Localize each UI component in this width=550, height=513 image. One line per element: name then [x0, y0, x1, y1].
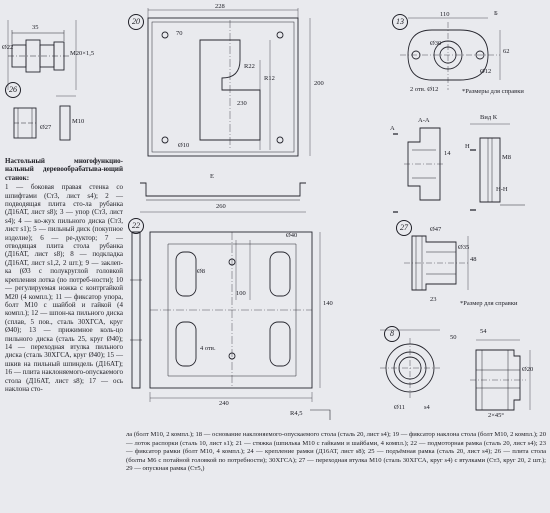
- dim-phi11: Ø11: [394, 404, 405, 411]
- dim-four-holes: 4 отв.: [200, 345, 216, 352]
- callout-8: 8: [384, 326, 400, 342]
- legend-body: 1 — боковая правая стенка со шпифтами (С…: [5, 183, 123, 393]
- dim-phi8: Ø8: [197, 268, 205, 275]
- dim-48: 48: [470, 256, 477, 263]
- callout-27: 27: [396, 220, 412, 236]
- part-13-sections: [404, 123, 510, 203]
- dim-23: 23: [430, 296, 437, 303]
- part-20-plate: [147, 8, 311, 157]
- callout-26: 26: [5, 82, 21, 98]
- dim-phi30: Ø30: [430, 40, 442, 47]
- dim-62: 62: [503, 48, 510, 55]
- dim-228: 228: [215, 3, 225, 10]
- section-marks: [393, 133, 525, 213]
- dim-r: Б: [494, 10, 498, 17]
- dim-260: 260: [216, 203, 226, 210]
- part-8-section: [470, 339, 531, 411]
- dim-70: 70: [176, 30, 183, 37]
- dim-240: 240: [219, 400, 229, 407]
- note-razmer-one: *Размер для справки: [460, 300, 518, 307]
- dim-phi10: Ø10: [178, 142, 190, 149]
- footer-text: ла (болт М10, 2 компл.); 18 — основание …: [126, 431, 546, 472]
- dim-2x45: 2×45°: [488, 412, 505, 419]
- label-section-hh: Н-Н: [496, 186, 508, 193]
- dim-50: 50: [450, 334, 457, 341]
- dim-200: 200: [314, 80, 324, 87]
- dim-m20x15: М20×1,5: [70, 50, 95, 57]
- dim-35: 35: [32, 24, 39, 31]
- dim-phi35: Ø35: [458, 244, 470, 251]
- part-26-bushing-view2: [13, 95, 76, 141]
- dim-r22: R22: [244, 63, 255, 70]
- legend-title: Настольный многофункцио-нальный деревооб…: [5, 157, 123, 182]
- part-26-bushing: [7, 20, 77, 90]
- dim-100: 100: [236, 290, 246, 297]
- dim-phi12: Ø12: [480, 68, 492, 75]
- callout-13: 13: [392, 14, 408, 30]
- dim-r12: R12: [264, 75, 275, 82]
- part-22-frame: [149, 231, 321, 402]
- dim-m8: М8: [502, 154, 512, 161]
- label-n: Н: [465, 143, 470, 150]
- callout-22: 22: [128, 218, 144, 234]
- dim-s4: s4: [424, 404, 430, 411]
- label-a: А: [390, 125, 395, 132]
- legend-text: Настольный многофункцио-нальный деревооб…: [5, 157, 123, 393]
- dim-m10: M10: [72, 118, 85, 125]
- label-vid-k: Вид К: [480, 114, 498, 121]
- dim-phi20: Ø20: [522, 366, 534, 373]
- dim-phi22: Ø22: [2, 44, 14, 51]
- note-razmery: *Размеры для справки: [462, 88, 524, 95]
- dim-phi40: Ø40: [286, 232, 298, 239]
- dim-54: 54: [480, 328, 487, 335]
- dim-14: 14: [444, 150, 451, 157]
- dim-phi47: Ø47: [430, 226, 442, 233]
- callout-20: 20: [128, 14, 144, 30]
- dim-110: 110: [440, 11, 450, 18]
- label-section-aa: А-А: [418, 117, 430, 124]
- part-13-flange: [400, 17, 501, 90]
- part-27-bushing: [404, 235, 469, 291]
- dim-230: 230: [237, 100, 247, 107]
- dim-phi27: Ø27: [40, 124, 52, 131]
- dim-e: Е: [210, 173, 214, 180]
- dim-r45: R4,5: [290, 410, 303, 417]
- dim-two-holes: 2 отв. Ø12: [410, 86, 439, 93]
- part-20-side-view: [140, 182, 306, 213]
- dim-140: 140: [323, 300, 333, 307]
